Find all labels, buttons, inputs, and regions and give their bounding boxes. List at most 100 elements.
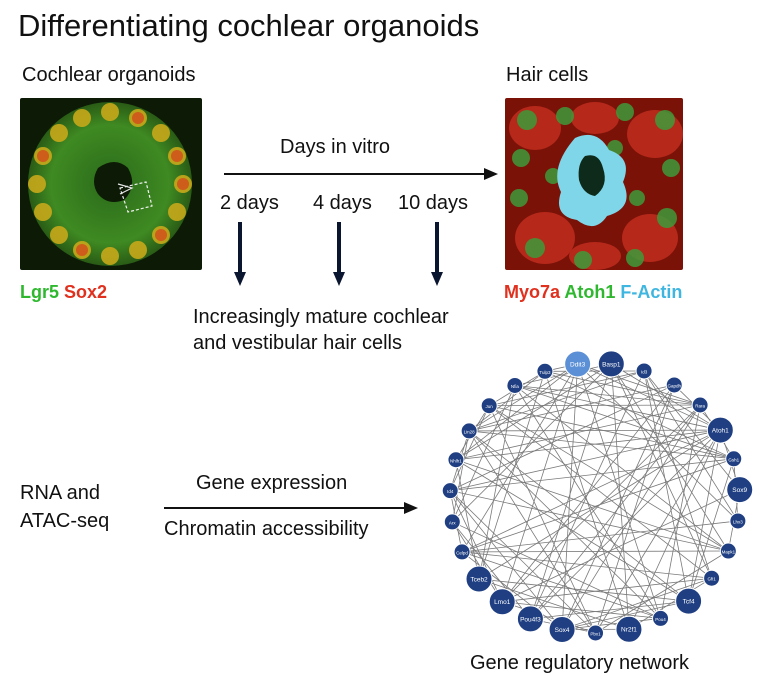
hair-cells-heading: Hair cells [506,64,589,86]
network-edge [455,459,729,552]
network-node-jun: Jun [480,397,498,415]
network-edge [451,385,516,523]
network-node-label: Atoh1 [712,428,729,435]
network-node-pou4f3: Pou4f3 [516,605,544,633]
legend-f-actin: F-Actin [620,282,683,302]
days-in-vitro-label: Days in vitro [280,136,391,158]
network-node-id4: Id4 [441,482,459,500]
network-edge [688,458,735,602]
network-node-sox9: Sox9 [726,476,754,504]
network-edge [450,384,675,492]
page-title: Differentiating cochlear organoids [18,8,480,43]
legend-sox2: Sox2 [64,282,108,302]
network-edge [502,577,712,603]
network-edge [544,370,701,406]
network-node-label: Tceb2 [470,577,488,584]
network-node-label: Sox9 [732,487,747,494]
gene-expression-label: Gene expression [196,472,348,494]
network-edge [489,404,701,407]
legend-atoh1: Atoh1 [564,282,616,302]
network-edge [478,578,630,630]
network-edge [502,601,596,634]
network-edge [469,430,734,460]
network-edge [595,384,675,634]
network-edge [561,600,689,630]
network-edge [478,371,546,580]
network-edge [461,429,721,553]
network-edge [469,384,675,432]
network-node-gsh1: Gsh1 [725,450,743,468]
network-edge [451,521,503,602]
network-node-rara: Rara [691,396,709,414]
network-edge [462,551,712,579]
network-edge [561,384,675,630]
network-node-label: Nfia [511,384,519,389]
network-edge [488,405,729,552]
network-node-gapdh: Gapdh [665,376,683,394]
network-node-nhlh1: Nhlh1 [447,451,465,469]
network-edge [449,490,596,634]
chromatin-accessibility-label: Chromatin accessibility [164,518,369,540]
network-node-label: Id4 [447,489,454,494]
network-node-label: Nhlh1 [450,458,462,463]
network-node-label: Celpd [456,550,468,555]
network-edge [530,363,612,619]
network-edge [501,363,579,602]
network-edge [450,429,721,492]
network-node-label: Mapk1 [722,550,736,555]
network-edge [488,405,712,579]
organoids-heading: Cochlear organoids [22,64,196,86]
network-node-label: Gapdh [667,383,681,388]
network-edge [611,363,721,431]
network-edge [489,370,645,407]
network-edge [595,550,729,634]
network-edge [478,385,516,580]
network-node-pbx1: Pbx1 [587,624,605,642]
network-edge [449,490,563,630]
network-node-label: Jun [486,404,494,409]
timeline-step-2-days: 2 days [220,192,279,214]
network-node-tceb2: Tceb2 [465,565,493,593]
network-edge [451,430,470,522]
network-edge [544,371,630,630]
network-node-celpd: Celpd [453,543,471,561]
legend-myo7a: Myo7a [504,282,561,302]
network-edge [530,600,689,620]
network-node-label: Id3 [641,369,648,374]
network-edge [478,578,689,602]
network-edge [469,429,721,432]
network-edge [468,430,596,634]
network-node-label: Pou4f3 [520,616,541,623]
down-arrow-2-days [234,222,246,286]
network-edge [462,550,729,553]
network-edge [502,489,740,603]
network-node-nr2f1: Nr2f1 [615,615,643,643]
network-node-lhx3: Lhx3 [729,512,747,530]
outcome-line-1: Increasingly mature cochlear [193,306,449,328]
network-edge [501,384,675,602]
network-edge [514,385,721,431]
network-node-atoh1: Atoh1 [706,416,734,444]
network-edge [561,577,712,630]
down-arrow-4-days [333,222,345,286]
network-node-label: Lin28 [464,429,476,434]
network-node-label: Gfi1 [707,577,716,582]
network-node-id3: Id3 [635,362,653,380]
network-node-label: Pbx1 [590,631,601,636]
network-edge [468,430,689,602]
network-node-label: Tcf4 [683,599,695,606]
network-edge [461,458,734,553]
network-node-label: Arx [449,520,457,525]
network-node-label: Pou4 [655,617,666,622]
network-edge [449,405,490,491]
network-edge [514,385,729,552]
network-edge [455,459,689,602]
network-node-basp1: Basp1 [597,350,625,378]
network-node-label: Nr2f1 [621,627,637,634]
network-edge [461,551,661,619]
sequencing-line-2: ATAC-seq [20,510,110,532]
organoids-legend: Lgr5 Sox2 [20,282,107,303]
sequencing-arrow [164,502,418,514]
network-edge [450,490,729,552]
